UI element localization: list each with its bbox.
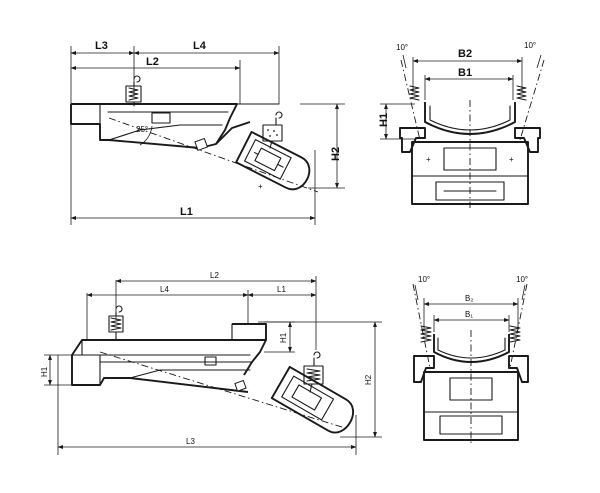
angle-label-left-top: 10°	[396, 43, 408, 52]
dim-label-B2-bottom: B₂	[465, 294, 473, 303]
dim-label-H2-bottom: H2	[364, 374, 373, 385]
angle-arc	[139, 125, 153, 146]
trough-cross-section: + +	[399, 100, 541, 208]
dim-label-L1: L1	[180, 206, 193, 218]
spring-hanger-icon	[125, 75, 142, 107]
inspection-window-bottom	[204, 356, 217, 366]
dim-label-B1-bottom: B₁	[465, 310, 473, 319]
spring-hanger-icon-bottom	[108, 305, 124, 341]
dim-label-L4-bottom: L4	[160, 285, 169, 294]
angle-label-right-top: 10°	[524, 41, 536, 50]
spring-right-bottom-icon	[509, 325, 521, 343]
motor-spring-hanger-icon	[262, 111, 283, 149]
bottom-end-angle-guides	[412, 283, 528, 369]
dim-label-B2: B2	[458, 48, 472, 60]
bottom-side-extension-lines	[44, 276, 382, 455]
mark-right: +	[509, 155, 514, 164]
dim-label-L1-bottom: L1	[277, 285, 286, 294]
feeder-trough	[70, 103, 280, 152]
bottom-end-view: 10° 10° B₂ B₁	[412, 275, 529, 444]
dim-label-L3: L3	[95, 40, 108, 52]
mark-left: +	[426, 155, 431, 164]
top-end-view: 10° 10° B2 B1 H1	[378, 41, 545, 208]
dim-label-H1-top: H1	[378, 113, 390, 127]
dim-label-L2: L2	[146, 56, 159, 68]
spring-left-bottom-icon	[420, 325, 432, 343]
top-side-dimension-lines	[70, 51, 339, 220]
trough-cross-section-bottom	[413, 330, 529, 444]
top-side-extension-lines	[70, 46, 345, 225]
angle-label-left-bottom: 10°	[418, 275, 430, 284]
inspection-window	[151, 112, 171, 124]
dim-label-H1-bottom-small: H1	[279, 332, 288, 343]
top-side-view: L3 L4 L2 L1 H2 25°	[70, 40, 345, 225]
dim-label-H2: H2	[330, 147, 342, 161]
top-end-angle-guides	[400, 54, 545, 141]
dim-label-L4: L4	[193, 40, 207, 52]
feed-centerline	[108, 117, 319, 193]
bottom-side-dimension-lines	[48, 279, 377, 449]
dim-label-L2-bottom: L2	[210, 271, 219, 280]
feed-centerline-bottom	[99, 351, 346, 429]
bottom-side-view: L2 L4 L1 L3 H2 H1 H1	[40, 271, 382, 455]
spring-right-icon	[516, 85, 527, 101]
vibration-motor-assembly	[235, 131, 311, 191]
spring-left-icon	[409, 85, 420, 101]
bottom-feeder-trough	[71, 323, 267, 393]
dim-label-B1: B1	[458, 67, 472, 79]
motor-mark: +	[258, 182, 263, 191]
angle-label-right-bottom: 10°	[516, 275, 528, 284]
vibration-motor-assembly-bottom	[270, 365, 354, 434]
dim-label-L3-bottom: L3	[186, 437, 195, 446]
dim-label-H1-bottom: H1	[40, 366, 49, 377]
motor-spring-hanger-icon-bottom	[303, 351, 324, 393]
